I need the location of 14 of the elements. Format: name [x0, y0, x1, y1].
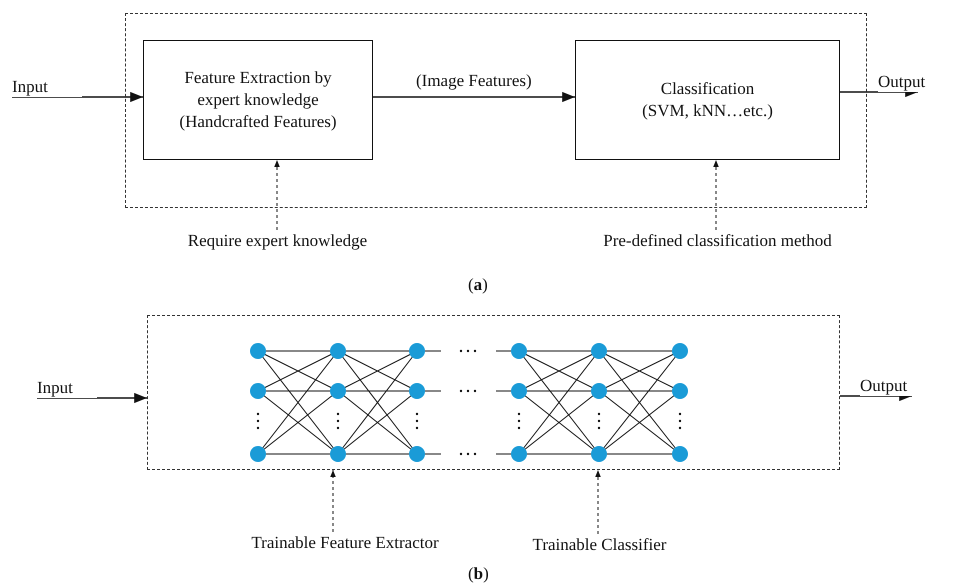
- edge-label: (Image Features): [416, 71, 532, 91]
- process-box: Classification (SVM, kNN…etc.): [575, 40, 840, 160]
- arrow: [12, 92, 143, 102]
- dashed-arrow: [595, 470, 601, 534]
- dashed-arrow: [274, 160, 280, 230]
- arrow: [373, 92, 575, 102]
- dashed-arrow: [330, 470, 336, 532]
- dashed-frame: [125, 13, 867, 208]
- panel-caption: (b): [468, 564, 489, 584]
- process-box: Feature Extraction by expert knowledge (Handcrafted Features): [143, 40, 373, 160]
- dashed-arrow: [713, 160, 719, 230]
- arrow: [37, 392, 147, 404]
- network-panel: [147, 315, 840, 470]
- panel-caption: (a): [468, 275, 488, 295]
